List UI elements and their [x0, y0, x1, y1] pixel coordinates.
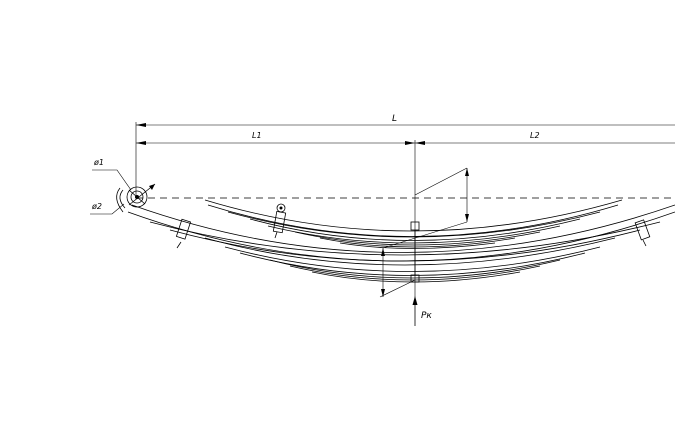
eye-inner-diameter-label: ø2	[91, 202, 102, 211]
rebound-clip-right	[634, 219, 651, 247]
dimension-left-label: L1	[252, 131, 262, 140]
deflection-indicator-upper	[382, 167, 469, 249]
dimension-half-lengths: L1 L2	[136, 131, 675, 300]
dimension-total-label: L	[392, 114, 397, 124]
dimension-right-label: L2	[530, 131, 540, 140]
helper-leaf-pack	[204, 199, 623, 249]
dimension-total-length: L	[135, 114, 675, 195]
load-arrow: Pк	[412, 296, 432, 326]
eye-outer-diameter-label: ø1	[93, 158, 104, 167]
rebound-clip-left	[175, 218, 192, 249]
rebound-clip-helper	[272, 203, 287, 239]
center-bolt	[410, 221, 420, 283]
main-leaf-pack	[127, 204, 675, 283]
spring-eye: ø1 ø2	[90, 158, 156, 215]
load-label: Pк	[421, 311, 432, 321]
deflection-indicator-lower	[379, 248, 416, 298]
